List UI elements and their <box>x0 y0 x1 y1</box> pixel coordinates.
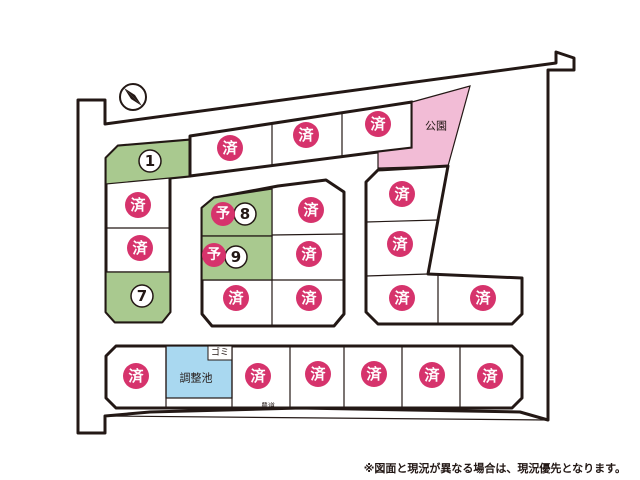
farm-road-label: 農道 <box>261 401 275 410</box>
sold-badge: 済 <box>470 285 496 311</box>
lot-7-badge[interactable]: 7 <box>130 284 154 308</box>
sold-mark: 済 <box>310 365 326 383</box>
sold-badge-circle <box>296 285 322 311</box>
sold-badge: 済 <box>419 362 445 388</box>
sold-badge-circle <box>125 192 151 218</box>
sold-badge-circle <box>419 362 445 388</box>
park-label: 公園 <box>425 120 447 133</box>
sold-badge: 済 <box>123 363 149 389</box>
sold-badge: 済 <box>217 135 243 161</box>
lot-8-number: 8 <box>240 205 250 223</box>
sold-mark: 済 <box>128 367 144 385</box>
sold-badge: 済 <box>365 111 391 137</box>
lot-9-reserved-badge: 予 <box>202 243 226 267</box>
park-area <box>377 85 471 169</box>
sold-badge: 済 <box>127 235 153 261</box>
sold-mark: 済 <box>132 239 148 257</box>
lot-8-reserved-badge: 予 <box>211 202 235 226</box>
sold-mark: 済 <box>130 196 146 214</box>
sold-badge-circle <box>389 181 415 207</box>
sold-mark: 済 <box>475 289 491 307</box>
sold-badge-circle <box>389 285 415 311</box>
farm-road-line <box>104 415 549 421</box>
sold-badge-circle <box>217 135 243 161</box>
lot-8-badge[interactable]: 8 <box>233 202 257 226</box>
sold-mark: 済 <box>301 289 317 307</box>
sold-mark: 済 <box>394 289 410 307</box>
sold-badge-circle <box>477 363 503 389</box>
sold-badge-circle <box>361 361 387 387</box>
lot-1-badge[interactable]: 1 <box>138 149 162 173</box>
sold-mark: 済 <box>301 245 317 263</box>
sold-badge: 済 <box>389 285 415 311</box>
sold-badge-circle <box>305 361 331 387</box>
sold-badge-circle <box>123 363 149 389</box>
sold-badge: 済 <box>296 285 322 311</box>
reserved-mark: 予 <box>216 206 230 222</box>
lot-1-number: 1 <box>145 152 155 170</box>
sold-mark: 済 <box>424 366 440 384</box>
disclaimer-note: ※図面と現況が異なる場合は、現況優先となります。 <box>363 462 626 475</box>
pond-label: 調整池 <box>180 371 213 385</box>
sold-badge-circle <box>298 197 324 223</box>
sold-badge-circle <box>223 285 249 311</box>
lot-9-badge[interactable]: 9 <box>224 245 248 269</box>
sold-mark: 済 <box>370 115 386 133</box>
sold-badge: 済 <box>387 231 413 257</box>
sold-badge-circle <box>387 231 413 257</box>
north-arrow-icon <box>119 83 147 111</box>
sold-badge-circle <box>296 241 322 267</box>
lot-divider <box>365 219 439 223</box>
sold-mark: 済 <box>392 235 408 253</box>
sold-badge: 済 <box>296 241 322 267</box>
sold-badge-circle <box>470 285 496 311</box>
lot-divider <box>365 273 429 277</box>
sold-badge: 済 <box>125 192 151 218</box>
sold-badge: 済 <box>477 363 503 389</box>
sold-mark: 済 <box>482 367 498 385</box>
sold-mark: 済 <box>394 185 410 203</box>
sold-mark: 済 <box>298 126 314 144</box>
sold-mark: 済 <box>303 201 319 219</box>
sold-badge: 済 <box>305 361 331 387</box>
sold-badge: 済 <box>361 361 387 387</box>
sold-badge-circle <box>365 111 391 137</box>
sold-badge: 済 <box>223 285 249 311</box>
sold-badge: 済 <box>293 122 319 148</box>
sold-mark: 済 <box>222 139 238 157</box>
sold-mark: 済 <box>228 289 244 307</box>
sold-badge-circle <box>127 235 153 261</box>
sold-badge: 済 <box>389 181 415 207</box>
sold-badges: 済済済済済済済済済済済済済済済済済済済 <box>123 111 503 389</box>
reserved-mark: 予 <box>207 247 221 263</box>
sold-mark: 済 <box>250 367 266 385</box>
lot-9-number: 9 <box>231 248 241 266</box>
lot-7-number: 7 <box>137 287 147 305</box>
sold-mark: 済 <box>366 365 382 383</box>
sold-badge: 済 <box>245 363 271 389</box>
garbage-label: ゴミ <box>211 346 229 358</box>
sold-badge-circle <box>245 363 271 389</box>
sold-badge-circle <box>293 122 319 148</box>
sold-badge: 済 <box>298 197 324 223</box>
